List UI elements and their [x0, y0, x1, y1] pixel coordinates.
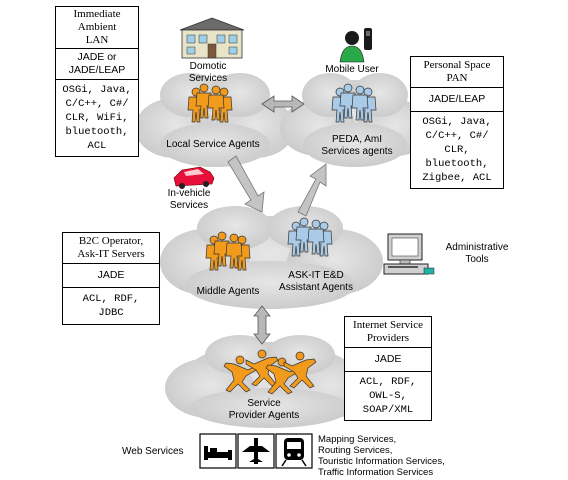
b2c-title-line: B2C Operator, [78, 235, 144, 247]
box-isp-title: Internet Service Providers [345, 317, 431, 348]
b2c-tech-line: ACL, RDF, [82, 293, 140, 305]
box-lan: Immediate Ambient LAN JADE or JADE/LEAP … [55, 6, 139, 157]
service-provider-agent-figure [245, 349, 279, 387]
cloud-middle [160, 206, 383, 309]
lan-tech-line: C/C++, C#/ [65, 98, 129, 110]
car-icon [173, 166, 215, 189]
box-pan-platform: JADE/LEAP [411, 88, 503, 112]
service-list-item: Mapping Services, [318, 434, 397, 445]
assistant-agent-figure [307, 219, 325, 255]
train-icon [281, 438, 307, 467]
box-b2c-platform: JADE [63, 264, 159, 288]
assistant-line: ASK-IT E&D [288, 270, 344, 281]
pan-platform: JADE/LEAP [428, 93, 486, 105]
peda-services-agents-label: PEDA, AmI Services agents [312, 134, 402, 158]
lan-title-line: Ambient [77, 21, 117, 33]
box-pan-tech: OSGi, Java, C/C++, C#/ CLR, bluetooth, Z… [411, 112, 503, 188]
service-list: Mapping Services, Routing Services, Tour… [318, 434, 445, 478]
peda-line: Services agents [321, 146, 393, 157]
middle-agent-figure [213, 231, 231, 267]
service-list-item: Routing Services, [318, 445, 393, 456]
invehicle-line: Services [169, 200, 209, 211]
lan-tech-line: CLR, WiFi, [65, 112, 129, 124]
cloud-local [135, 73, 295, 167]
isp-tech-line: OWL-S, [369, 390, 407, 402]
agent-groups [187, 83, 377, 395]
box-pan: Personal Space PAN JADE/LEAP OSGi, Java,… [410, 56, 504, 189]
arrow-local-peda [261, 95, 305, 113]
box-isp: Internet Service Providers JADE ACL, RDF… [344, 316, 432, 421]
bed-icon [204, 446, 232, 460]
lan-platform-line: JADE/LEAP [68, 64, 126, 76]
mobile-user-label: Mobile User [325, 64, 379, 75]
house-icon [179, 17, 245, 59]
assistant-line: Assistant Agents [279, 282, 353, 293]
service-provider-agents-label: Service Provider Agents [216, 398, 312, 422]
local-service-agents-label: Local Service Agents [166, 139, 260, 150]
box-lan-title: Immediate Ambient LAN [56, 7, 138, 49]
peda-line: PEDA, AmI [331, 134, 382, 145]
service-provider-agent-figure [223, 355, 257, 393]
isp-tech-line: SOAP/XML [362, 404, 414, 416]
b2c-title-line: Ask-IT Servers [77, 248, 145, 260]
pan-title-line: Personal Space [423, 59, 491, 71]
box-isp-platform: JADE [345, 348, 431, 372]
domotic-line: Domotic [189, 61, 227, 72]
pan-title-line: PAN [446, 72, 468, 84]
lan-tech-line: bluetooth, [65, 126, 129, 138]
box-b2c: B2C Operator, Ask-IT Servers JADE ACL, R… [62, 232, 160, 325]
middle-agents-label: Middle Agents [196, 286, 260, 297]
box-isp-tech: ACL, RDF, OWL-S, SOAP/XML [345, 372, 431, 420]
domotic-services-label: Domotic Services [180, 61, 236, 85]
assistant-agents-label: ASK-IT E&D Assistant Agents [268, 270, 364, 294]
domotic-line: Services [188, 73, 228, 84]
lan-tech-line: OSGi, Java, [62, 84, 132, 96]
computer-icon [383, 233, 435, 275]
lan-platform-line: JADE or [77, 51, 117, 63]
administrative-tools-label: Administrative Tools [440, 242, 514, 266]
transport-icons [199, 433, 313, 469]
invehicle-line: In-vehicle [167, 188, 211, 199]
service-provider-agent-figure [265, 357, 299, 395]
isp-title-line: Internet Service [353, 319, 423, 331]
peda-agent-figure [351, 85, 369, 121]
local-service-agent-figure [207, 85, 225, 121]
middle-agent-figure [225, 233, 243, 269]
b2c-platform: JADE [97, 269, 125, 281]
lan-title-line: LAN [85, 34, 109, 46]
box-b2c-tech: ACL, RDF, JDBC [63, 288, 159, 324]
b2c-tech-line: JDBC [98, 307, 124, 319]
lan-tech-line: ACL [87, 140, 107, 152]
airplane-icon [242, 438, 270, 464]
box-b2c-title: B2C Operator, Ask-IT Servers [63, 233, 159, 264]
arrow-local-middle [227, 155, 265, 213]
box-lan-platform: JADE or JADE/LEAP [56, 49, 138, 80]
web-services-label: Web Services [122, 446, 184, 457]
isp-title-line: Providers [366, 332, 410, 344]
box-pan-title: Personal Space PAN [411, 57, 503, 88]
lan-title-line: Immediate [73, 8, 121, 20]
provider-line: Provider Agents [228, 410, 300, 421]
isp-tech-line: ACL, RDF, [359, 376, 417, 388]
service-provider-agent-figure [283, 351, 317, 389]
provider-line: Service [247, 398, 281, 409]
pan-tech-line: OSGi, Java, [422, 116, 492, 128]
box-lan-tech: OSGi, Java, C/C++, C#/ CLR, WiFi, blueto… [56, 80, 138, 156]
in-vehicle-services-label: In-vehicle Services [160, 188, 218, 212]
arrow-middle-peda [297, 163, 327, 217]
pan-tech-line: C/C++, C#/ [425, 130, 489, 142]
isp-platform: JADE [374, 353, 402, 365]
service-list-item: Traffic Information Services [318, 467, 434, 478]
pan-tech-line: Zigbee, ACL [422, 172, 492, 184]
service-list-item: Touristic Information Services, [318, 456, 445, 467]
admin-line: Tools [465, 254, 489, 265]
mobile-user-icon [339, 28, 372, 63]
pan-tech-line: bluetooth, [425, 158, 489, 170]
arrow-middle-provider [253, 305, 271, 345]
admin-line: Administrative [445, 242, 509, 253]
pan-tech-line: CLR, [444, 144, 470, 156]
